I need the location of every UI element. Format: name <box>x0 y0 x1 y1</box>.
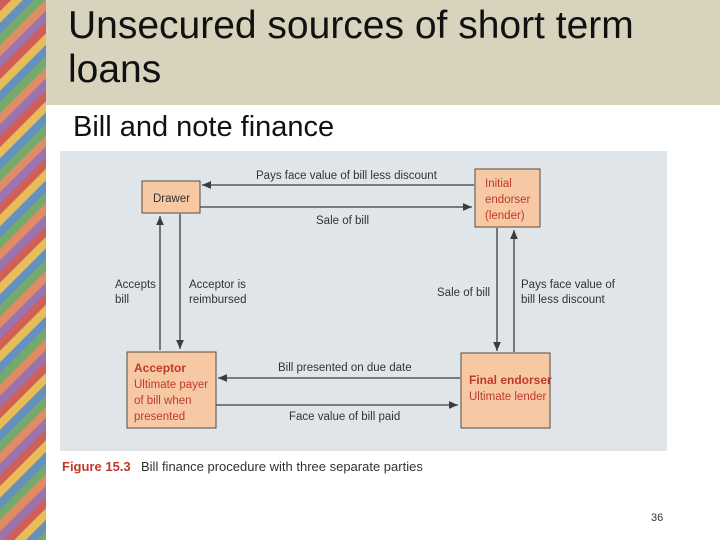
final-endorser-title: Final endorser <box>469 373 552 387</box>
figure-caption-number: Figure 15.3 <box>62 459 131 474</box>
final-endorser-line1: Ultimate lender <box>469 391 547 403</box>
acceptor-line1: Ultimate payer <box>134 379 208 391</box>
label-bill-presented: Bill presented on due date <box>278 362 412 374</box>
label-right-pays-2: bill less discount <box>521 294 606 306</box>
label-top-pays: Pays face value of bill less discount <box>256 170 438 182</box>
acceptor-line2: of bill when <box>134 395 192 407</box>
label-right-pays-1: Pays face value of <box>521 279 616 291</box>
label-accepts-2: bill <box>115 294 129 306</box>
acceptor-line3: presented <box>134 411 185 423</box>
label-right-sale: Sale of bill <box>437 287 490 299</box>
acceptor-title: Acceptor <box>134 361 186 375</box>
initial-endorser-line1: Initial <box>485 178 512 190</box>
label-reimbursed-2: reimbursed <box>189 294 247 306</box>
label-top-sale: Sale of bill <box>316 215 369 227</box>
initial-endorser-line3: (lender) <box>485 210 525 222</box>
label-face-value-paid: Face value of bill paid <box>289 411 400 423</box>
initial-endorser-line2: endorser <box>485 194 531 206</box>
drawer-label: Drawer <box>153 193 190 205</box>
label-accepts-1: Accepts <box>115 279 156 291</box>
figure-caption-text: Bill finance procedure with three separa… <box>141 459 423 474</box>
page-number: 36 <box>651 512 663 524</box>
label-reimbursed-1: Acceptor is <box>189 279 246 291</box>
